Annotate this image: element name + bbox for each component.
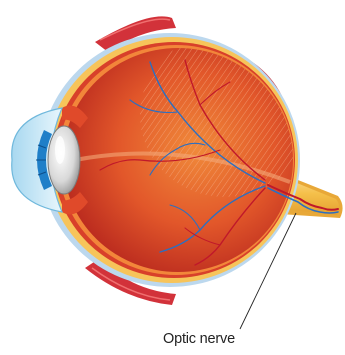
optic-nerve-label: Optic nerve [153, 331, 245, 347]
lens [48, 126, 80, 194]
lens-highlight [55, 136, 65, 164]
